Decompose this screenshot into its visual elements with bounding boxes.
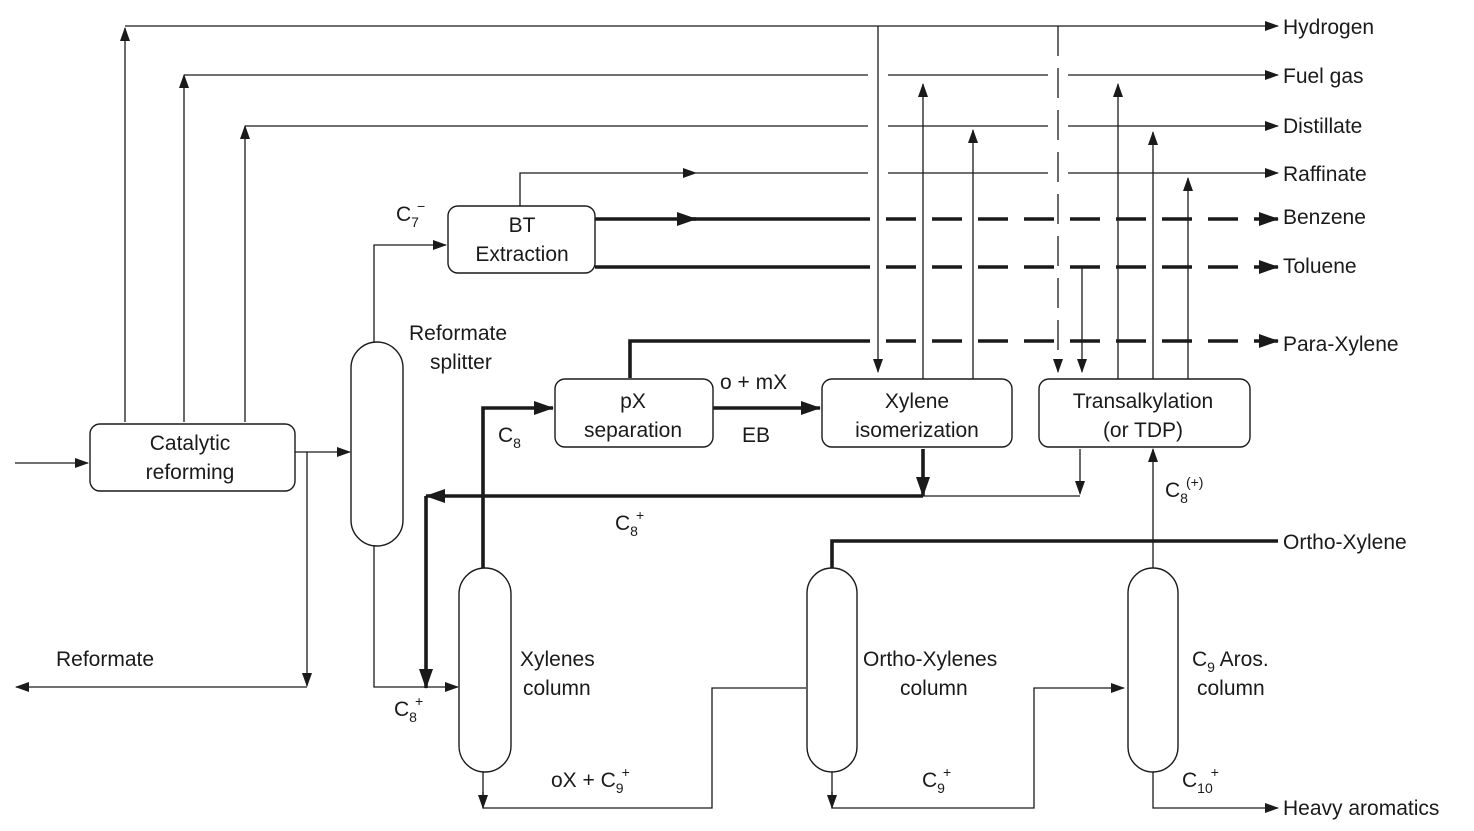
ortho-xylenes-column-label-1: Ortho-Xylenes	[863, 648, 997, 671]
product-ortho-xylene: Ortho-Xylene	[1283, 531, 1407, 554]
catalytic-reforming-unit: Catalytic reforming	[89, 423, 296, 492]
reformate-product-line	[15, 452, 312, 692]
reformate-splitter-label-1: Reformate	[409, 322, 507, 345]
c9-aros-column-label-2: column	[1197, 677, 1265, 700]
xylenes-bottoms-line	[478, 687, 806, 809]
hydrogen-header	[120, 21, 1279, 422]
hydrogen-feed-lines	[873, 26, 1063, 373]
stream-c8-plus-recycle: C8+	[615, 507, 644, 539]
product-raffinate: Raffinate	[1283, 163, 1367, 186]
stream-c9-plus: C9+	[922, 764, 951, 796]
reformate-splitter-label-2: splitter	[430, 351, 492, 374]
toluene-line	[595, 260, 1279, 373]
xylenes-column-vessel	[458, 567, 512, 773]
xylene-isomerization-unit: Xylene isomerization	[821, 378, 1013, 448]
product-benzene: Benzene	[1283, 206, 1366, 229]
c8-recycle-line	[419, 449, 1085, 689]
bt-extraction-label-2: Extraction	[475, 243, 568, 266]
stream-ox-c9-plus: oX + C9+	[551, 764, 630, 796]
stream-o-mx: o + mX	[720, 371, 787, 394]
xylenes-column-label-2: column	[523, 677, 591, 700]
product-toluene: Toluene	[1283, 255, 1357, 278]
product-fuel-gas: Fuel gas	[1283, 65, 1364, 88]
reformate-splitter-vessel	[350, 341, 404, 547]
c9-aros-column-vessel	[1127, 567, 1179, 773]
offgas-risers	[918, 83, 1193, 380]
px-separation-label-2: separation	[584, 419, 682, 442]
stream-c8: C8	[498, 424, 521, 451]
bt-extraction-unit: BT Extraction	[447, 205, 596, 274]
product-reformate: Reformate	[56, 648, 154, 671]
xylenes-overhead-to-px	[481, 401, 554, 568]
transalkylation-label-1: Transalkylation	[1073, 390, 1213, 413]
xylenes-column-label-1: Xylenes	[520, 648, 595, 671]
heavy-aromatics-line	[1152, 770, 1279, 813]
bt-extraction-label-1: BT	[509, 214, 536, 237]
stream-c10-plus: C10+	[1182, 764, 1219, 796]
para-xylene-line	[628, 334, 1279, 378]
raffinate-line	[519, 168, 1279, 206]
xylene-isomerization-label-2: isomerization	[855, 419, 979, 442]
transalkylation-unit: Transalkylation (or TDP)	[1038, 378, 1251, 448]
c9-aros-column-label-1: C9 Aros.	[1192, 648, 1269, 675]
stream-c8-plus-bottom: C8+	[394, 693, 423, 725]
xylene-isomerization-label-1: Xylene	[885, 390, 949, 413]
product-para-xylene: Para-Xylene	[1283, 333, 1399, 356]
stream-eb: EB	[742, 424, 770, 447]
px-separation-label-1: pX	[620, 390, 646, 413]
stream-c8-paren-plus: C8(+)	[1165, 474, 1203, 506]
ortho-xylenes-column-vessel	[806, 567, 858, 773]
product-heavy-aromatics: Heavy aromatics	[1283, 797, 1439, 820]
stream-c7-minus: C7−	[396, 198, 425, 230]
ortho-xylenes-column-label-2: column	[900, 677, 968, 700]
splitter-to-bt-extraction	[373, 240, 447, 342]
product-distillate: Distillate	[1283, 115, 1362, 138]
splitter-bottoms-line	[373, 546, 459, 692]
transalkylation-label-2: (or TDP)	[1103, 419, 1183, 442]
fuel-gas-header	[179, 70, 1279, 422]
ox-column-bottoms-line	[827, 683, 1125, 809]
px-separation-unit: pX separation	[554, 378, 714, 448]
distillate-header	[240, 121, 1279, 422]
product-hydrogen: Hydrogen	[1283, 16, 1374, 39]
ortho-xylene-line	[830, 539, 1278, 568]
catalytic-reforming-label-1: Catalytic	[150, 432, 231, 455]
catalytic-reforming-label-2: reforming	[146, 461, 235, 484]
